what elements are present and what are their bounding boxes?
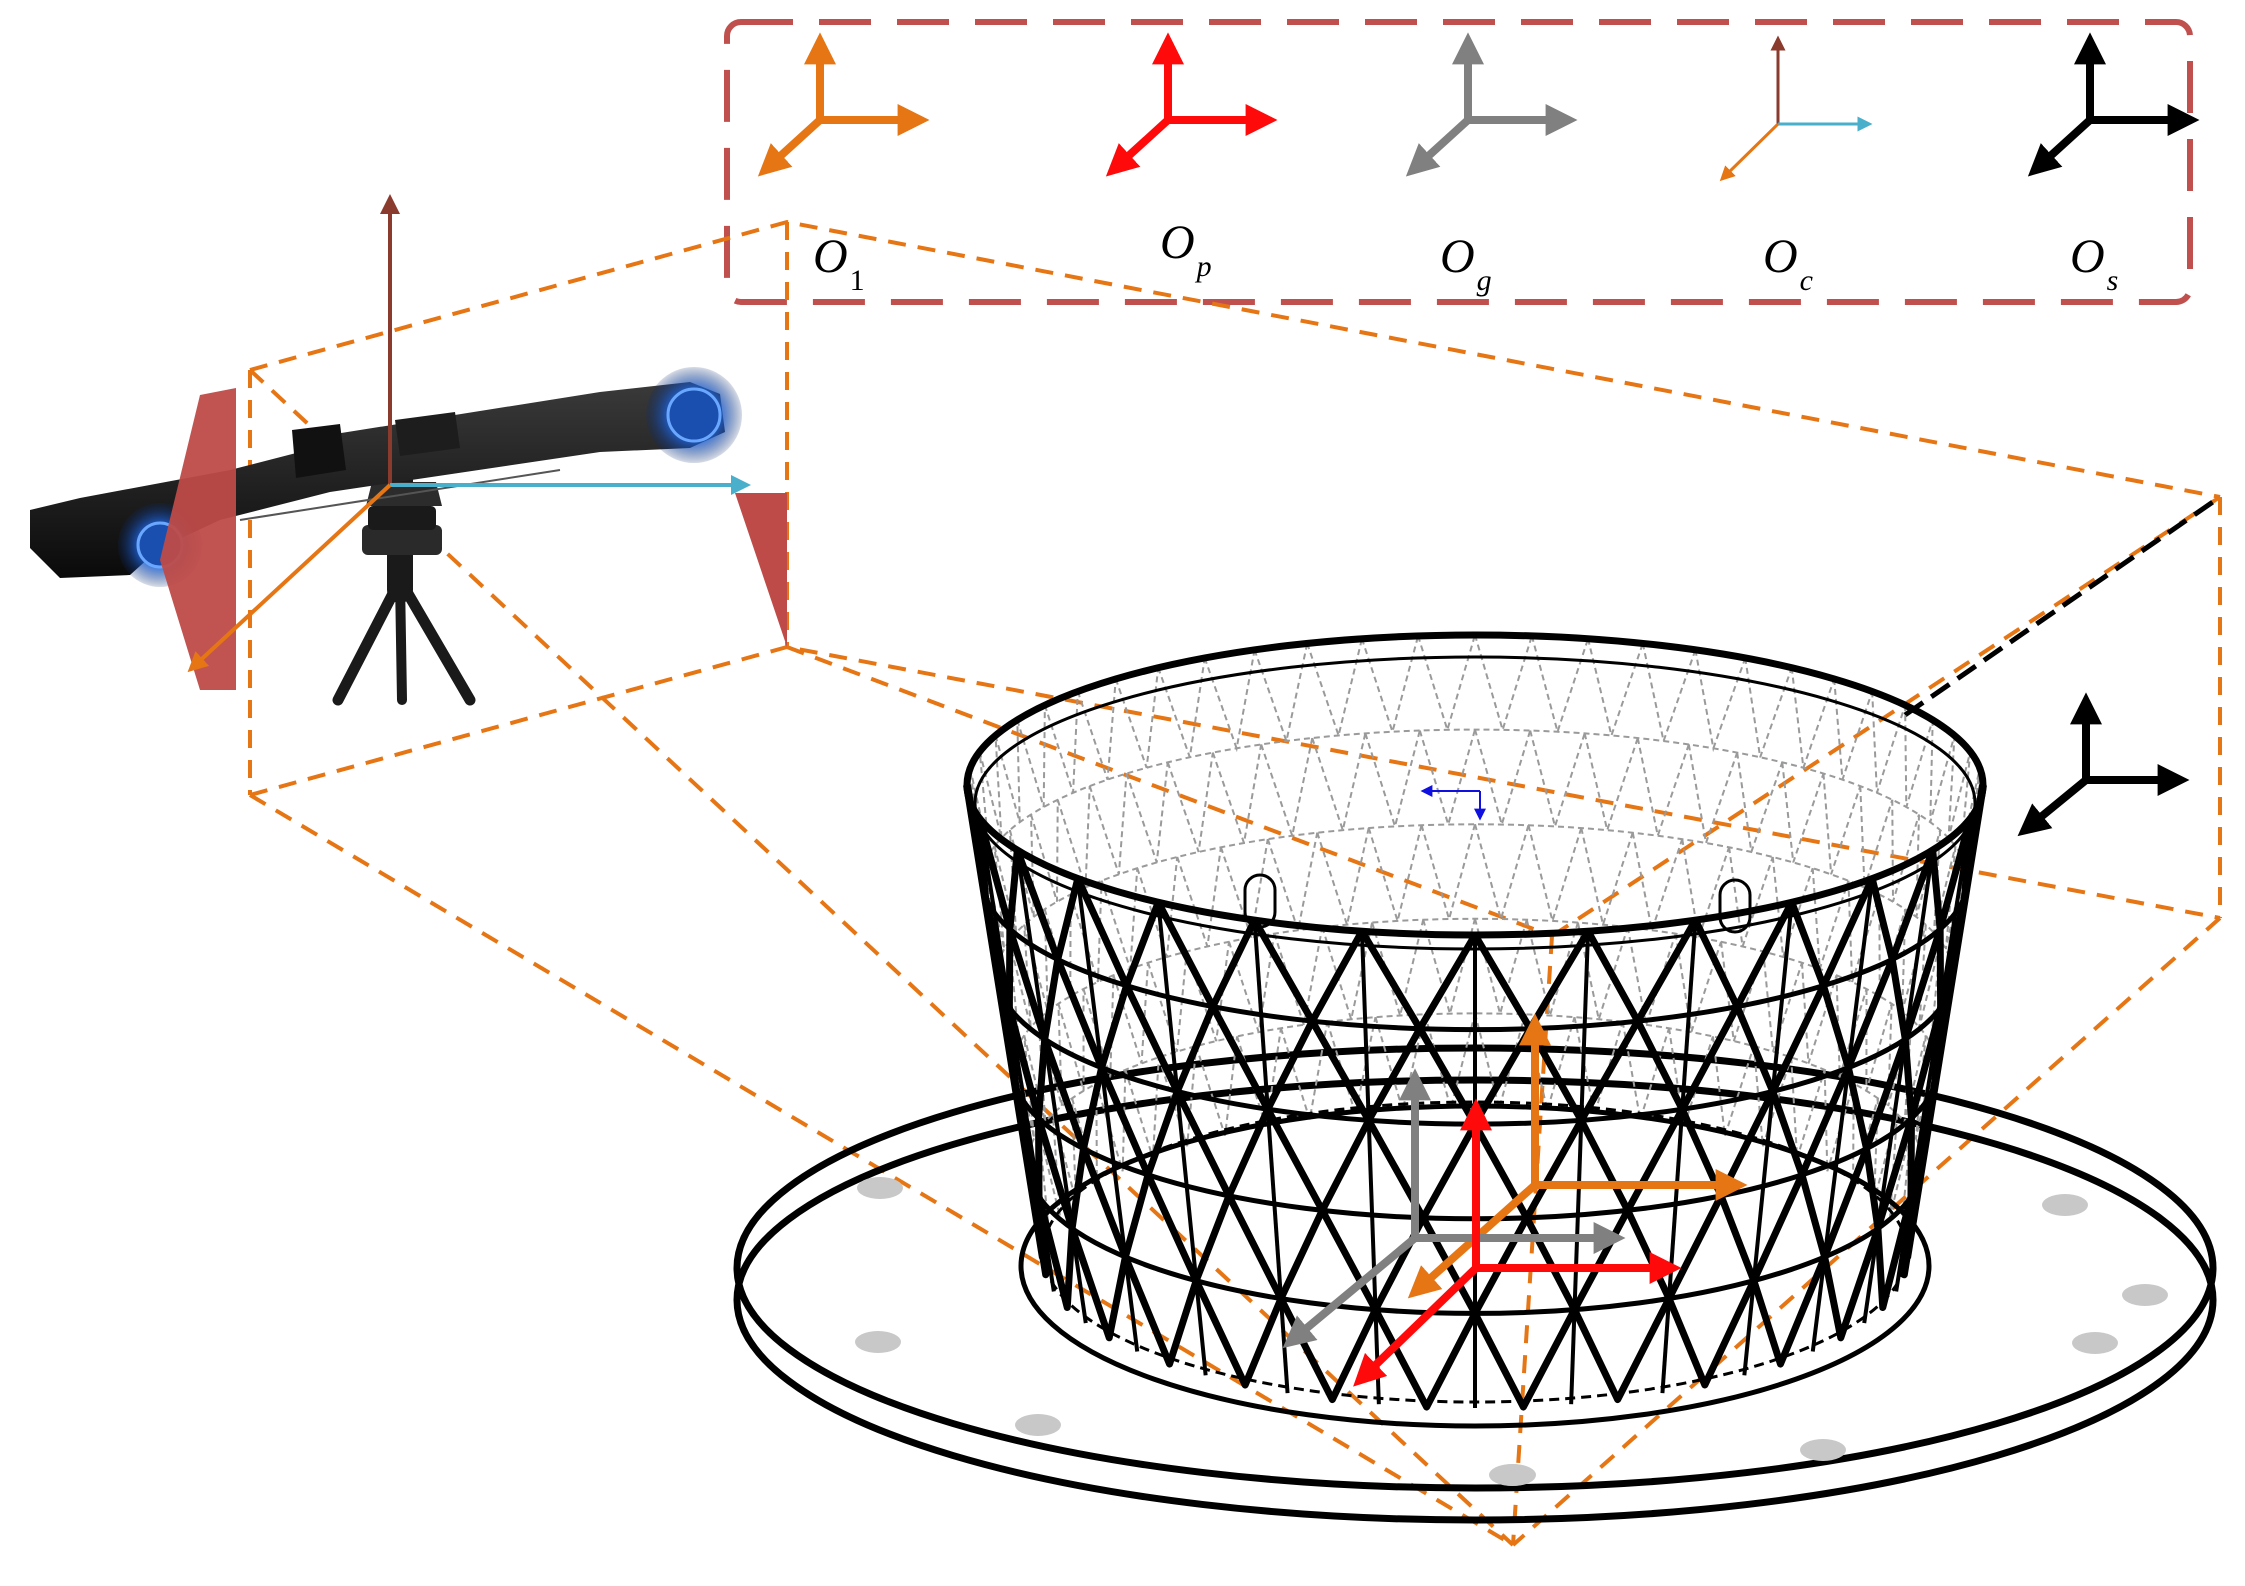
legend-frame-oc: Oc	[1719, 35, 1873, 297]
legend-label-o1: O1	[813, 230, 865, 297]
legend-items: O1 Op Og Oc Os	[757, 32, 2200, 297]
frame-os-in-scene	[2017, 692, 2190, 837]
mounting-hole	[1015, 1414, 1061, 1436]
legend-frame-og: Og	[1405, 32, 1578, 297]
reference-mini-axes	[1420, 785, 1486, 821]
camera-frame-axes	[160, 194, 787, 690]
mounting-hole	[2072, 1332, 2118, 1354]
legend-label-oc: Oc	[1763, 230, 1813, 297]
legend-label-op: Op	[1160, 216, 1212, 283]
legend-frame-os: Os	[2027, 32, 2200, 297]
mounting-hole	[1490, 1464, 1536, 1486]
legend-frame-op: Op	[1105, 32, 1278, 283]
lattice-cylinder-structure	[963, 631, 1987, 1429]
frame-og-in-scene	[1282, 1068, 1626, 1349]
mounting-hole	[2042, 1194, 2088, 1216]
mounting-hole	[2122, 1284, 2168, 1306]
mounting-hole	[855, 1331, 901, 1353]
legend-box	[724, 19, 2193, 305]
mounting-hole	[1800, 1439, 1846, 1461]
legend-label-os: Os	[2070, 230, 2118, 297]
edge-overlap-line	[1903, 494, 2222, 718]
base-mounting-holes	[855, 1177, 2168, 1486]
legend-label-og: Og	[1440, 230, 1492, 297]
3d-scanner-on-tripod-icon	[30, 367, 742, 706]
frame-op-in-scene	[1353, 1098, 1682, 1387]
mounting-hole	[857, 1177, 903, 1199]
legend-frame-o1: O1	[757, 32, 930, 297]
